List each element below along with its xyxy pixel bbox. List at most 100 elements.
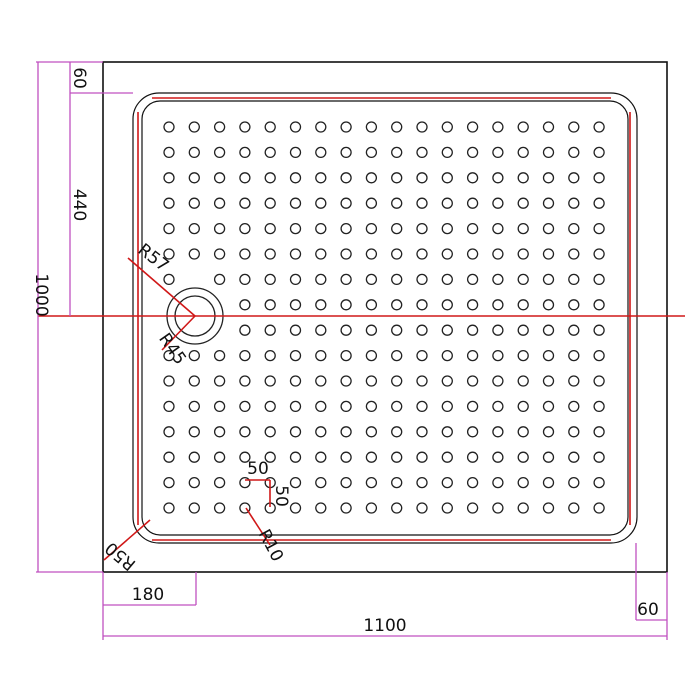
hole — [542, 502, 555, 514]
hole — [593, 248, 605, 260]
hole — [188, 476, 200, 489]
hole — [416, 172, 428, 184]
hole-spacing-marker — [245, 479, 271, 507]
hole — [289, 476, 302, 489]
hole — [315, 349, 327, 362]
hole — [340, 197, 352, 209]
hole — [416, 197, 428, 209]
hole — [441, 375, 453, 387]
hole — [416, 273, 428, 286]
hole — [365, 146, 378, 159]
hole — [365, 172, 378, 184]
hole — [239, 222, 251, 235]
dim-total-width: 1100 — [363, 616, 406, 636]
hole — [365, 426, 378, 438]
hole — [315, 273, 327, 286]
hole — [492, 146, 504, 159]
hole — [213, 502, 226, 514]
hole — [391, 426, 403, 438]
hole — [188, 222, 200, 235]
hole — [365, 502, 378, 514]
hole — [264, 375, 276, 387]
hole — [492, 375, 504, 387]
hole — [568, 324, 580, 336]
hole — [517, 349, 529, 362]
hole — [188, 349, 200, 362]
hole — [492, 273, 504, 286]
hole — [517, 248, 529, 260]
dim-hole-spacing-v: 50 — [271, 485, 291, 507]
hole — [441, 299, 453, 311]
hole — [391, 451, 403, 463]
hole — [340, 273, 352, 286]
hole — [593, 146, 605, 159]
hole — [416, 451, 428, 463]
hole — [213, 451, 226, 463]
hole — [264, 222, 276, 235]
hole — [163, 502, 175, 514]
hole — [340, 172, 352, 184]
hole — [213, 197, 226, 209]
hole — [391, 400, 403, 413]
hole — [542, 476, 555, 489]
hole — [391, 146, 403, 159]
hole — [466, 502, 479, 514]
hole — [188, 426, 200, 438]
hole-grid — [163, 121, 605, 514]
hole — [542, 172, 555, 184]
dim-hole-radius: R10 — [254, 526, 287, 565]
hole — [492, 349, 504, 362]
hole — [441, 426, 453, 438]
hole — [542, 197, 555, 209]
hole — [213, 248, 226, 260]
hole — [340, 222, 352, 235]
hole — [416, 375, 428, 387]
hole — [365, 273, 378, 286]
hole — [416, 146, 428, 159]
hole — [239, 426, 251, 438]
hole — [315, 451, 327, 463]
hole — [441, 197, 453, 209]
hole — [593, 426, 605, 438]
hole — [391, 375, 403, 387]
hole — [492, 400, 504, 413]
hole — [239, 299, 251, 311]
hole — [593, 121, 605, 133]
hole — [517, 426, 529, 438]
hole — [163, 248, 175, 260]
hole — [492, 324, 504, 336]
hole — [517, 222, 529, 235]
hole — [391, 324, 403, 336]
hole — [315, 299, 327, 311]
hole — [264, 146, 276, 159]
hole — [593, 476, 605, 489]
hole — [239, 400, 251, 413]
hole — [163, 222, 175, 235]
hole — [517, 375, 529, 387]
hole — [391, 172, 403, 184]
hole — [568, 426, 580, 438]
hole — [517, 502, 529, 514]
tray-outline — [102, 61, 668, 573]
dim-hole-spacing-h: 50 — [247, 459, 269, 479]
hole — [289, 324, 302, 336]
hole — [315, 197, 327, 209]
hole — [163, 172, 175, 184]
hole — [340, 426, 352, 438]
hole — [517, 146, 529, 159]
hole — [517, 273, 529, 286]
dim-right-margin: 60 — [637, 600, 659, 620]
hole — [542, 222, 555, 235]
hole — [315, 172, 327, 184]
hole — [365, 324, 378, 336]
basin-outline — [132, 92, 638, 544]
hole — [593, 299, 605, 311]
hole — [239, 451, 251, 463]
hole — [391, 502, 403, 514]
hole — [441, 172, 453, 184]
hole — [593, 502, 605, 514]
hole — [492, 451, 504, 463]
hole — [466, 451, 479, 463]
hole — [289, 349, 302, 362]
